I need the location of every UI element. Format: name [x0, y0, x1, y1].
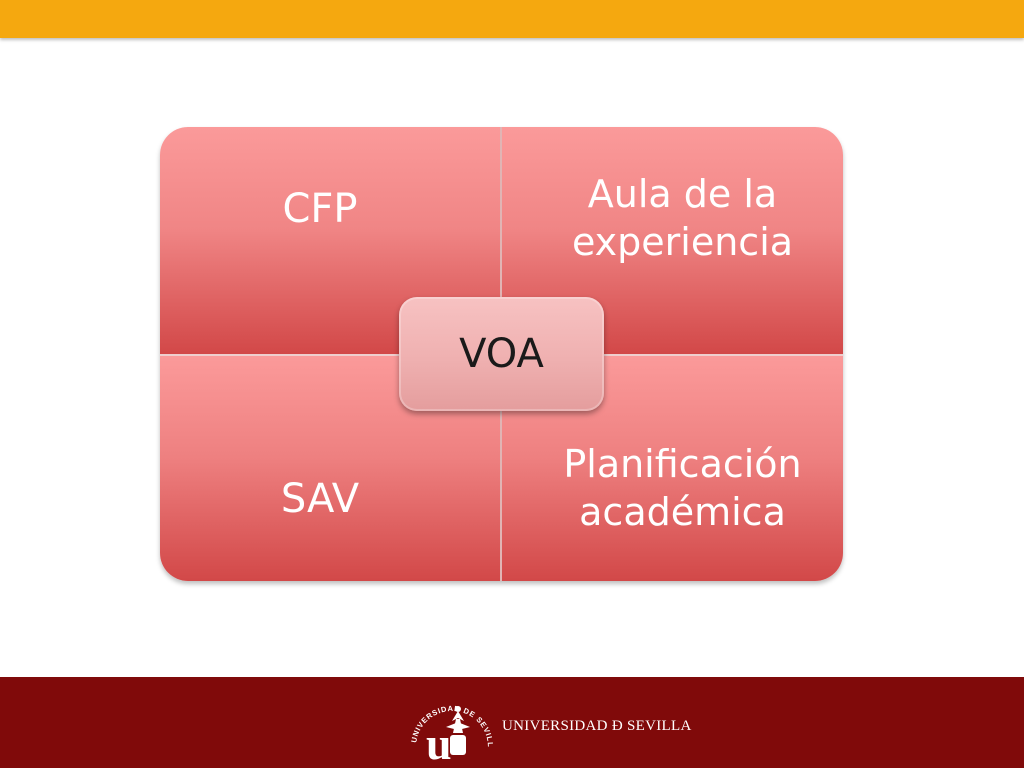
- quadrant-label: Aula de la experiencia: [571, 172, 794, 264]
- logo-monogram: u: [426, 718, 452, 765]
- university-seal-logo: UNIVERSIDAD DE SEVILLA u: [406, 685, 494, 765]
- logo-crest-icon: [446, 706, 470, 755]
- footer-bar: [0, 677, 1024, 768]
- quadrant-cfp: CFP: [160, 127, 500, 354]
- institution-name: UNIVERSIDAD Ð SEVILLA: [502, 718, 692, 734]
- quadrant-label: SAV: [280, 475, 360, 522]
- center-label: VOA: [459, 331, 544, 377]
- quadrant-aula-de-la-experiencia: Aula de la experiencia: [502, 127, 843, 354]
- quadrant-label: CFP: [282, 185, 358, 232]
- matrix-diagram: CFP Aula de la experiencia SAV Planifica…: [160, 127, 843, 581]
- center-node-voa: VOA: [399, 297, 604, 411]
- top-accent-bar: [0, 0, 1024, 38]
- quadrant-sav: SAV: [160, 356, 500, 581]
- quadrant-label: Planificación académica: [563, 442, 802, 534]
